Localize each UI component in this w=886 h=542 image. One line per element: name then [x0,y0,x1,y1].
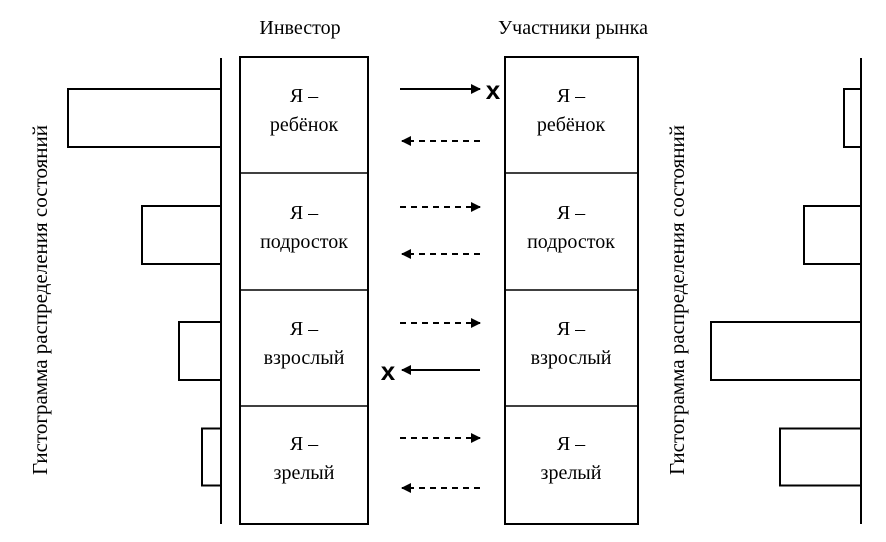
left-histogram [67,88,222,487]
market-state-line2: ребёнок [537,114,606,136]
histogram-bar [843,88,862,148]
histogram-bar [710,321,862,381]
investor-header: Инвестор [259,17,340,39]
investor-state-line2: зрелый [274,462,335,484]
blocked-x-marker: x [486,75,501,105]
investor-state-line2: взрослый [264,347,345,369]
market-state-line1: Я – [557,433,586,455]
market-participants-header: Участники рынка [498,17,648,39]
investor-state-line1: Я – [290,85,319,107]
blocked-x-marker: x [381,356,396,386]
histogram-bar [178,321,222,381]
histogram-bar [779,427,862,487]
market-state-line1: Я – [557,318,586,340]
investor-state-line1: Я – [290,433,319,455]
investor-state-line2: подросток [260,231,348,253]
histogram-bar [201,427,222,487]
market-state-line1: Я – [557,85,586,107]
market-state-line2: взрослый [531,347,612,369]
histogram-label-right: Гистограмма распределения состояний [665,125,689,475]
market-state-line2: подросток [527,231,615,253]
histogram-label-left: Гистограмма распределения состояний [28,125,52,475]
investor-state-line1: Я – [290,202,319,224]
right-histogram [710,88,862,487]
investor-state-line1: Я – [290,318,319,340]
histogram-bar [67,88,222,148]
investor-state-line2: ребёнок [270,114,339,136]
market-state-line1: Я – [557,202,586,224]
market-state-line2: зрелый [541,462,602,484]
histogram-bar [141,205,222,265]
histogram-bar [803,205,862,265]
